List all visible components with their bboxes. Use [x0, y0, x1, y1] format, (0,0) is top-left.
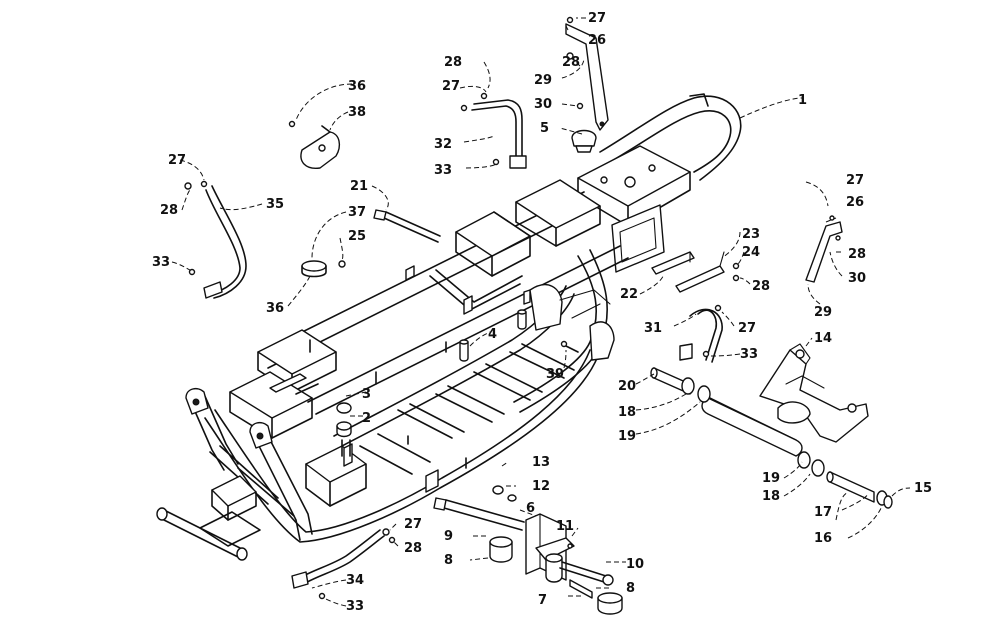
label-part-26-top: 26	[588, 33, 606, 48]
label-part-16: 16	[814, 531, 832, 546]
label-part-28-left-rod: 28	[160, 203, 178, 218]
label-part-18-left: 18	[618, 405, 636, 420]
label-part-32: 32	[434, 137, 452, 152]
label-part-39: 39	[546, 367, 564, 382]
label-part-20: 20	[618, 379, 636, 394]
label-part-27-left-rod: 27	[168, 153, 186, 168]
label-part-5: 5	[540, 121, 549, 136]
label-part-10: 10	[626, 557, 644, 572]
leader-lines	[171, 17, 911, 607]
label-part-35: 35	[266, 197, 284, 212]
label-part-13: 13	[532, 455, 550, 470]
label-part-27-upper-rod: 27	[442, 79, 460, 94]
label-part-28-upper-rod: 28	[444, 55, 462, 70]
label-part-23: 23	[742, 227, 760, 242]
label-part-8-left: 8	[444, 553, 453, 568]
label-part-34: 34	[346, 573, 364, 588]
label-part-12: 12	[532, 479, 550, 494]
label-part-31: 31	[644, 321, 662, 336]
label-part-7: 7	[538, 593, 547, 608]
label-part-11: 11	[556, 519, 574, 534]
label-part-33-left-rod: 33	[152, 255, 170, 270]
label-part-27-right-bracket: 27	[846, 173, 864, 188]
label-part-8-right: 8	[626, 581, 635, 596]
label-part-27-mid-rod: 27	[738, 321, 756, 336]
label-part-17: 17	[814, 505, 832, 520]
label-part-19-left: 19	[618, 429, 636, 444]
label-part-28-plates: 28	[752, 279, 770, 294]
label-part-19-right: 19	[762, 471, 780, 486]
label-part-22: 22	[620, 287, 638, 302]
label-part-30-top: 30	[534, 97, 552, 112]
label-part-33-upper-rod: 33	[434, 163, 452, 178]
label-part-29-top: 29	[534, 73, 552, 88]
main-frame	[156, 93, 742, 561]
label-part-18-right: 18	[762, 489, 780, 504]
label-part-3: 3	[362, 387, 371, 402]
label-part-1: 1	[798, 93, 807, 108]
label-part-9: 9	[444, 529, 453, 544]
label-part-15: 15	[914, 481, 932, 496]
label-part-38: 38	[348, 105, 366, 120]
label-part-24: 24	[742, 245, 760, 260]
label-part-27-top: 27	[588, 11, 606, 26]
label-part-30-right: 30	[848, 271, 866, 286]
callout-labels: 1 2 3 4 5 6 7 8 8 9 10 11 12 13 14 15 16…	[152, 11, 932, 614]
label-part-28-top: 28	[562, 55, 580, 70]
label-part-37: 37	[348, 205, 366, 220]
loose-parts	[184, 16, 893, 615]
label-part-33-bottom-rod: 33	[346, 599, 364, 614]
label-part-26-right: 26	[846, 195, 864, 210]
label-part-6: 6	[526, 501, 535, 516]
label-part-4: 4	[488, 327, 497, 342]
label-part-25: 25	[348, 229, 366, 244]
label-part-36-top: 36	[348, 79, 366, 94]
label-part-14: 14	[814, 331, 832, 346]
label-part-2: 2	[362, 411, 371, 426]
label-part-28-bottom-rod: 28	[404, 541, 422, 556]
label-part-21: 21	[350, 179, 368, 194]
label-part-28-right-bracket: 28	[848, 247, 866, 262]
label-part-33-mid-rod: 33	[740, 347, 758, 362]
label-part-36-bottom: 36	[266, 301, 284, 316]
label-part-29-right: 29	[814, 305, 832, 320]
label-part-27-bottom-rod: 27	[404, 517, 422, 532]
